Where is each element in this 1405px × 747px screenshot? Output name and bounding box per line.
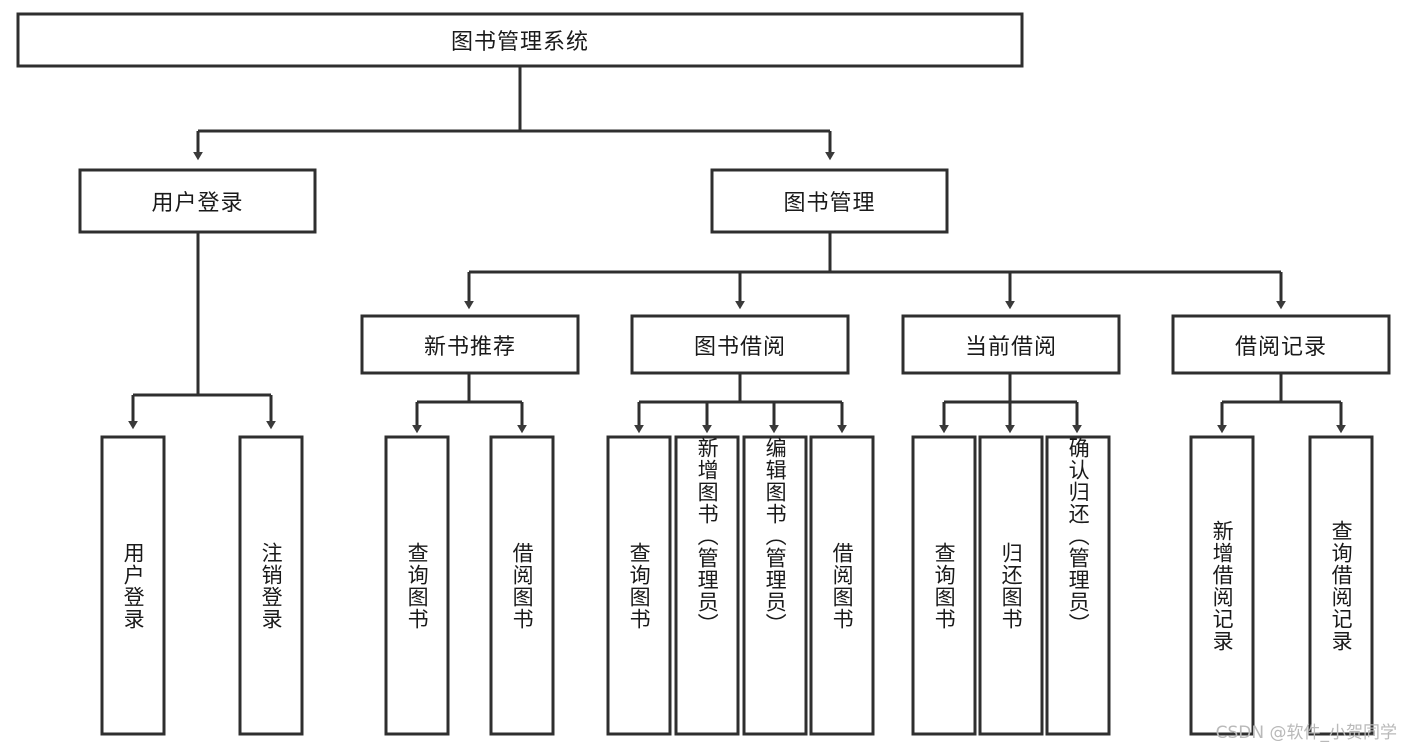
leaf-current-borrow-2[interactable] [1045, 435, 1111, 736]
connector-root-to-level2 [193, 66, 835, 161]
node-user-login[interactable] [78, 168, 317, 234]
leaf-current-borrow-0[interactable] [911, 435, 977, 736]
leaf-book-borrow-1[interactable] [674, 435, 740, 736]
node-new-book-recommend[interactable] [360, 314, 580, 375]
leaf-book-borrow-3[interactable] [809, 435, 875, 736]
leaf-borrow-record-0[interactable] [1189, 435, 1255, 736]
node-borrow-record[interactable] [1171, 314, 1391, 375]
leaf-new-book-0[interactable] [384, 435, 450, 736]
connector-borrowrecord-to-leaves [1217, 373, 1346, 434]
leaf-user-login-0[interactable] [100, 435, 166, 736]
node-root[interactable] [16, 12, 1024, 68]
leaf-current-borrow-1[interactable] [978, 435, 1044, 736]
leaf-borrow-record-1[interactable] [1308, 435, 1374, 736]
connector-bookborrow-to-leaves [634, 373, 847, 434]
leaf-user-login-1[interactable] [238, 435, 304, 736]
leaf-new-book-1[interactable] [489, 435, 555, 736]
connector-bookmgmt-to-level3 [464, 232, 1286, 310]
leaf-book-borrow-2[interactable] [742, 435, 808, 736]
leaf-book-borrow-0[interactable] [606, 435, 672, 736]
watermark: CSDN @软件_小贺同学 [1215, 723, 1397, 743]
connector-userlogin-to-leaves [128, 232, 276, 430]
node-current-borrow[interactable] [901, 314, 1121, 375]
node-book-borrow[interactable] [630, 314, 850, 375]
connector-newbook-to-leaves [412, 373, 527, 434]
connector-currentborrow-to-leaves [939, 373, 1082, 434]
node-book-management[interactable] [710, 168, 949, 234]
